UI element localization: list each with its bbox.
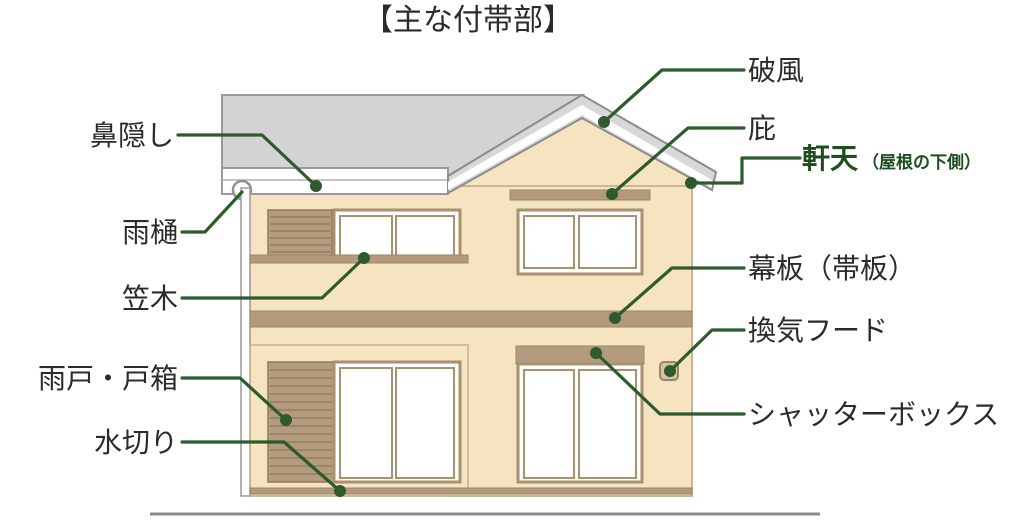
canopy xyxy=(509,189,651,201)
diagram-title: 【主な付帯部】 xyxy=(363,3,573,38)
marker-makuita xyxy=(609,312,621,324)
marker-amado xyxy=(280,414,292,426)
leader-hana-kakushi xyxy=(176,133,318,188)
label-amado-tobako: 雨戸・戸箱 xyxy=(38,362,178,395)
shutter-box xyxy=(515,345,645,365)
label-shutter-box: シャッターボックス xyxy=(748,398,999,431)
leader-lines xyxy=(176,68,802,497)
marker-hafu xyxy=(598,116,610,128)
label-noki-ten-note: （屋根の下側） xyxy=(862,152,981,173)
house-illustration xyxy=(150,93,820,516)
label-hisashi: 庇 xyxy=(748,112,776,145)
labels: 破風 鼻隠し 庇 軒天 （屋根の下側） 雨樋 笠木 幕板（帯板） 換気フード 雨… xyxy=(38,54,999,459)
storm-shutter xyxy=(267,361,335,483)
fascia-board xyxy=(221,167,449,195)
marker-kasagi xyxy=(358,252,370,264)
marker-shutter-box xyxy=(590,347,602,359)
marker-noki-ten xyxy=(685,177,697,189)
downspout xyxy=(240,187,251,497)
marker-hana-kakushi xyxy=(310,180,322,192)
lower-right-window xyxy=(516,362,644,484)
label-noki-ten: 軒天 xyxy=(802,142,858,175)
marker-hisashi xyxy=(606,188,618,200)
band-board xyxy=(249,310,693,328)
label-amadoi: 雨樋 xyxy=(122,216,178,249)
leader-kasagi xyxy=(180,256,366,300)
leader-makuita xyxy=(613,266,746,320)
lower-left-window xyxy=(332,360,462,484)
upper-right-window xyxy=(516,208,644,276)
leader-hisashi xyxy=(610,126,746,196)
label-makuita: 幕板（帯板） xyxy=(748,252,916,285)
label-hafu: 破風 xyxy=(748,54,804,87)
label-hana-kakushi: 鼻隠し xyxy=(90,119,174,152)
label-mizukiri: 水切り xyxy=(94,426,178,459)
marker-mizukiri xyxy=(334,485,346,497)
leader-amado xyxy=(180,376,288,422)
label-kasagi: 笠木 xyxy=(122,282,178,315)
leader-hafu xyxy=(602,68,746,124)
label-kanki-hood: 換気フード xyxy=(748,314,888,347)
leader-shutter-box xyxy=(594,351,746,416)
marker-kanki xyxy=(664,365,676,377)
leader-kanki xyxy=(668,328,746,373)
leader-noki-ten xyxy=(689,156,802,185)
upper-left-window xyxy=(332,208,462,262)
leader-amadoi xyxy=(180,190,244,234)
upper-left-shutter xyxy=(267,209,333,258)
leader-mizukiri xyxy=(180,440,342,493)
drip-edge xyxy=(249,487,693,495)
